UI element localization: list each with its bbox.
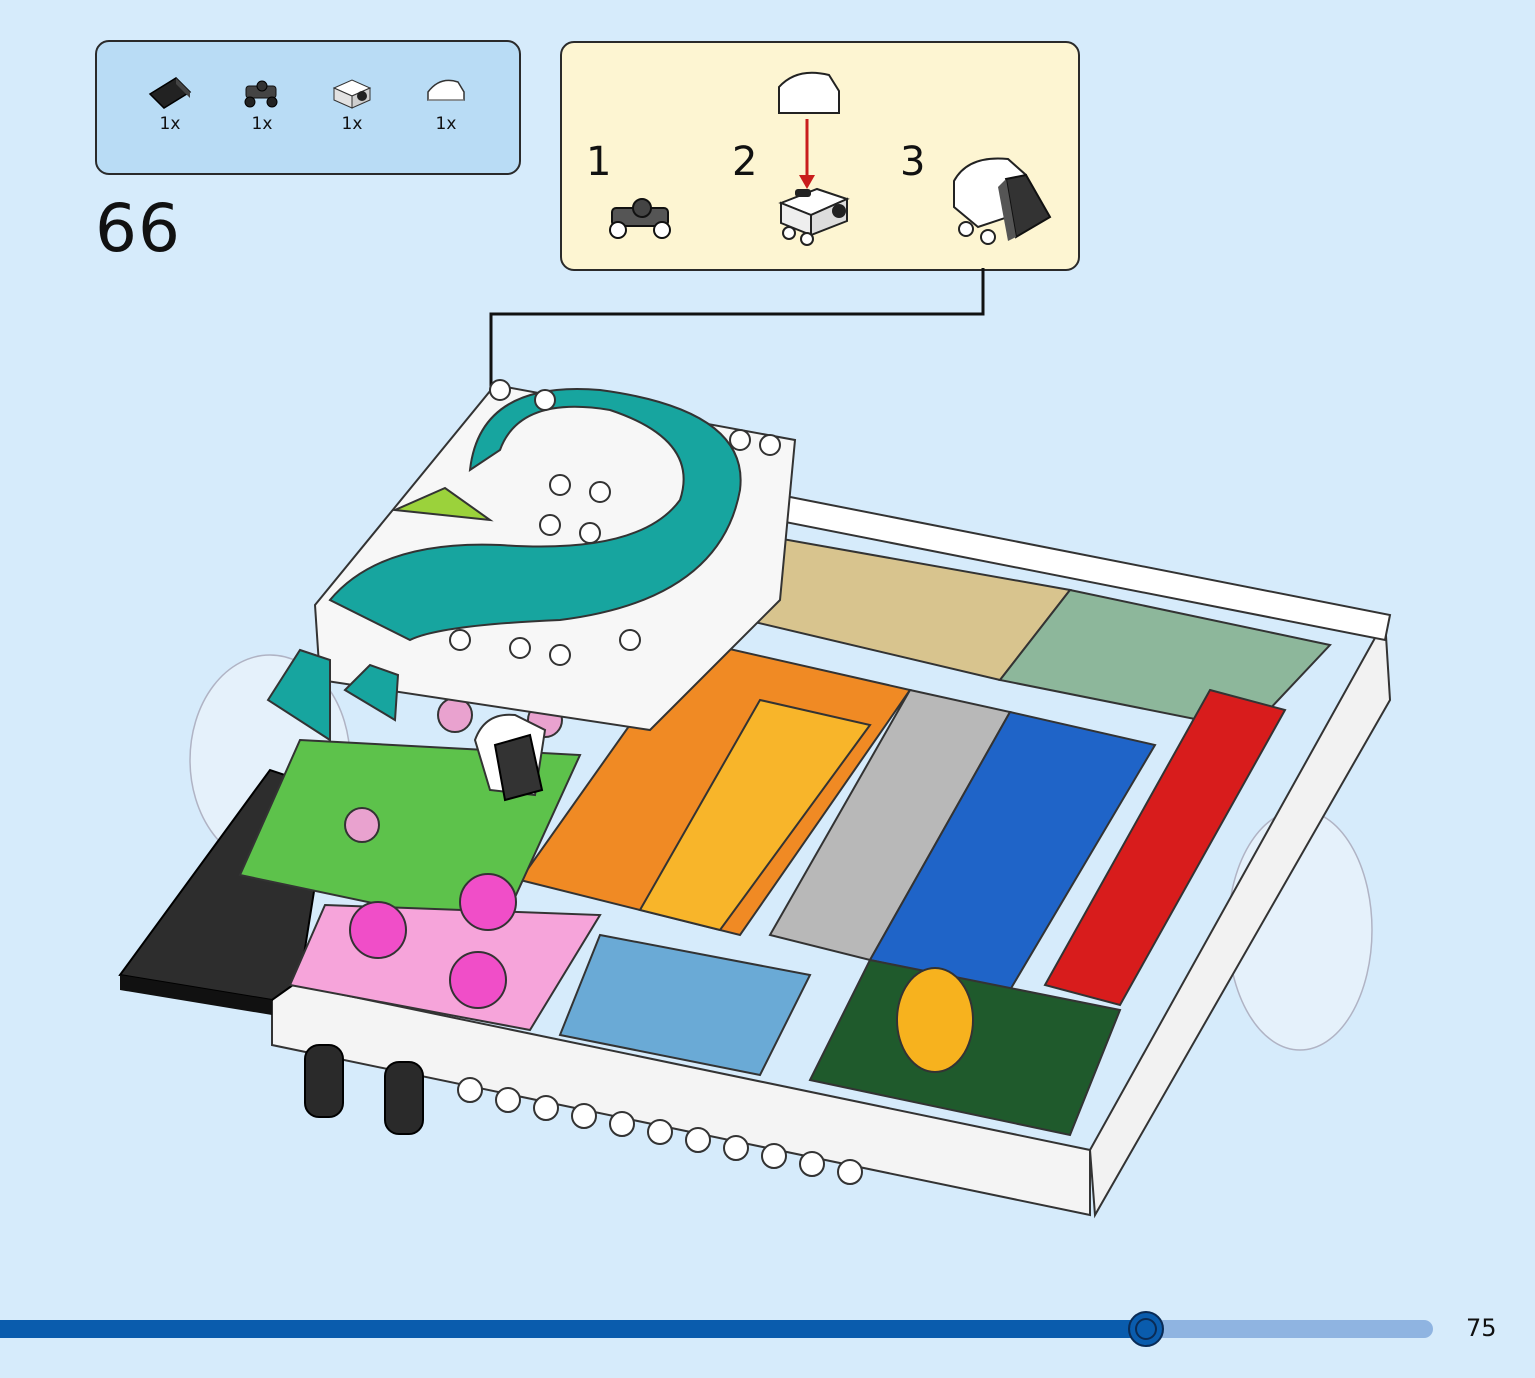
curved-tile-white-icon bbox=[427, 79, 465, 101]
wheel-plate-dark-icon bbox=[244, 80, 278, 108]
substep-3-assembly-icon bbox=[953, 157, 1052, 245]
substep-1-number: 1 bbox=[586, 139, 612, 185]
substep-3-number: 3 bbox=[900, 139, 926, 185]
progress-knob bbox=[1128, 1311, 1165, 1347]
progress-bar bbox=[0, 1311, 1433, 1347]
part-wheel-plate: 1x bbox=[227, 72, 297, 134]
bracket-brick-white-icon bbox=[332, 79, 372, 109]
slope-brick-black-icon bbox=[148, 77, 192, 109]
step-number: 66 bbox=[95, 190, 181, 267]
page-number: 75 bbox=[1466, 1314, 1497, 1342]
substep-2-number: 2 bbox=[732, 139, 758, 185]
parts-list-panel: 1x 1x 1x 1x bbox=[95, 40, 521, 175]
substep-1-wheel-plate-icon bbox=[609, 198, 671, 239]
substep-2-assembly-icon bbox=[778, 71, 850, 246]
part-curved-tile: 1x bbox=[411, 72, 481, 134]
part-bracket-brick: 1x bbox=[317, 72, 387, 134]
part-slope-brick: 1x bbox=[135, 72, 205, 134]
progress-fill bbox=[0, 1320, 1147, 1338]
